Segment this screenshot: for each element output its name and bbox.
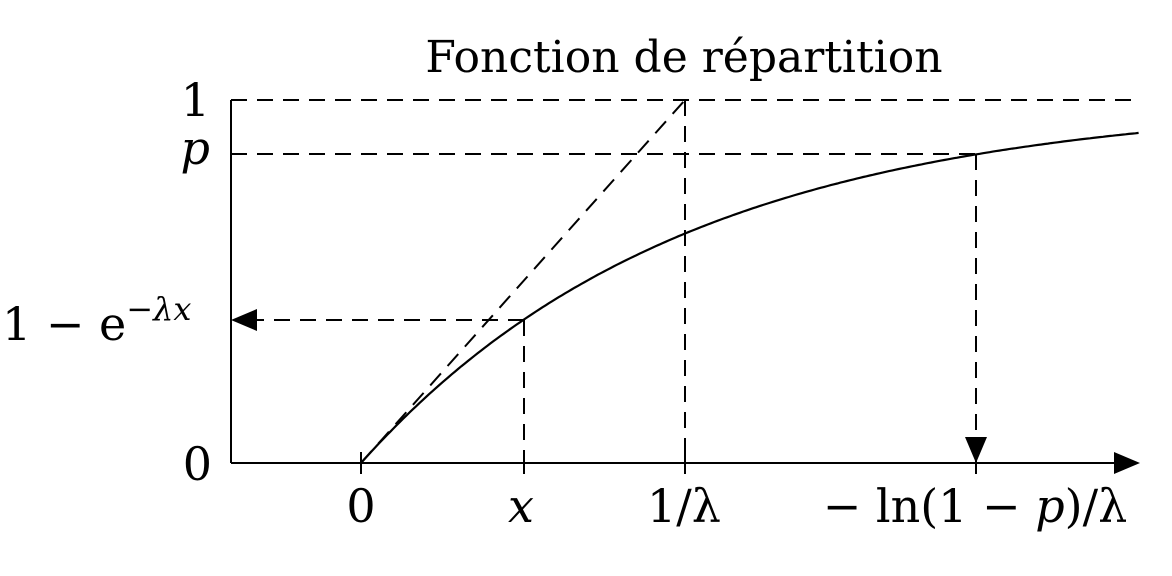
x-tick-label-quantile-a: − ln(1 − [823, 479, 1036, 533]
x-tick-label-inv-lambda: 1/λ [647, 479, 721, 533]
cdf-curve [360, 131, 1139, 464]
x-tick-label-x: x [508, 479, 534, 533]
arrowhead-to-x-axis [965, 437, 987, 463]
arrowhead-to-y-axis [231, 309, 257, 331]
y-tick-label-zero: 0 [183, 437, 212, 491]
x-tick-label-zero: 0 [346, 479, 375, 533]
y-tick-label-fx-exp: −λx [126, 290, 191, 328]
y-tick-label-p: p [181, 121, 210, 175]
tangent-line [360, 99, 686, 464]
y-tick-label-one: 1 [181, 73, 210, 127]
x-tick-label-quantile-p: p [1035, 479, 1064, 533]
y-tick-label-fx-prefix: 1 − e [2, 297, 126, 351]
y-tick-label-fx: 1 − e−λx [2, 290, 191, 351]
chart-title: Fonction de répartition [425, 32, 942, 83]
x-tick-label-quantile: − ln(1 − p)/λ [823, 479, 1128, 533]
x-axis-arrow [1114, 452, 1140, 474]
x-tick-label-quantile-b: )/λ [1065, 479, 1128, 533]
